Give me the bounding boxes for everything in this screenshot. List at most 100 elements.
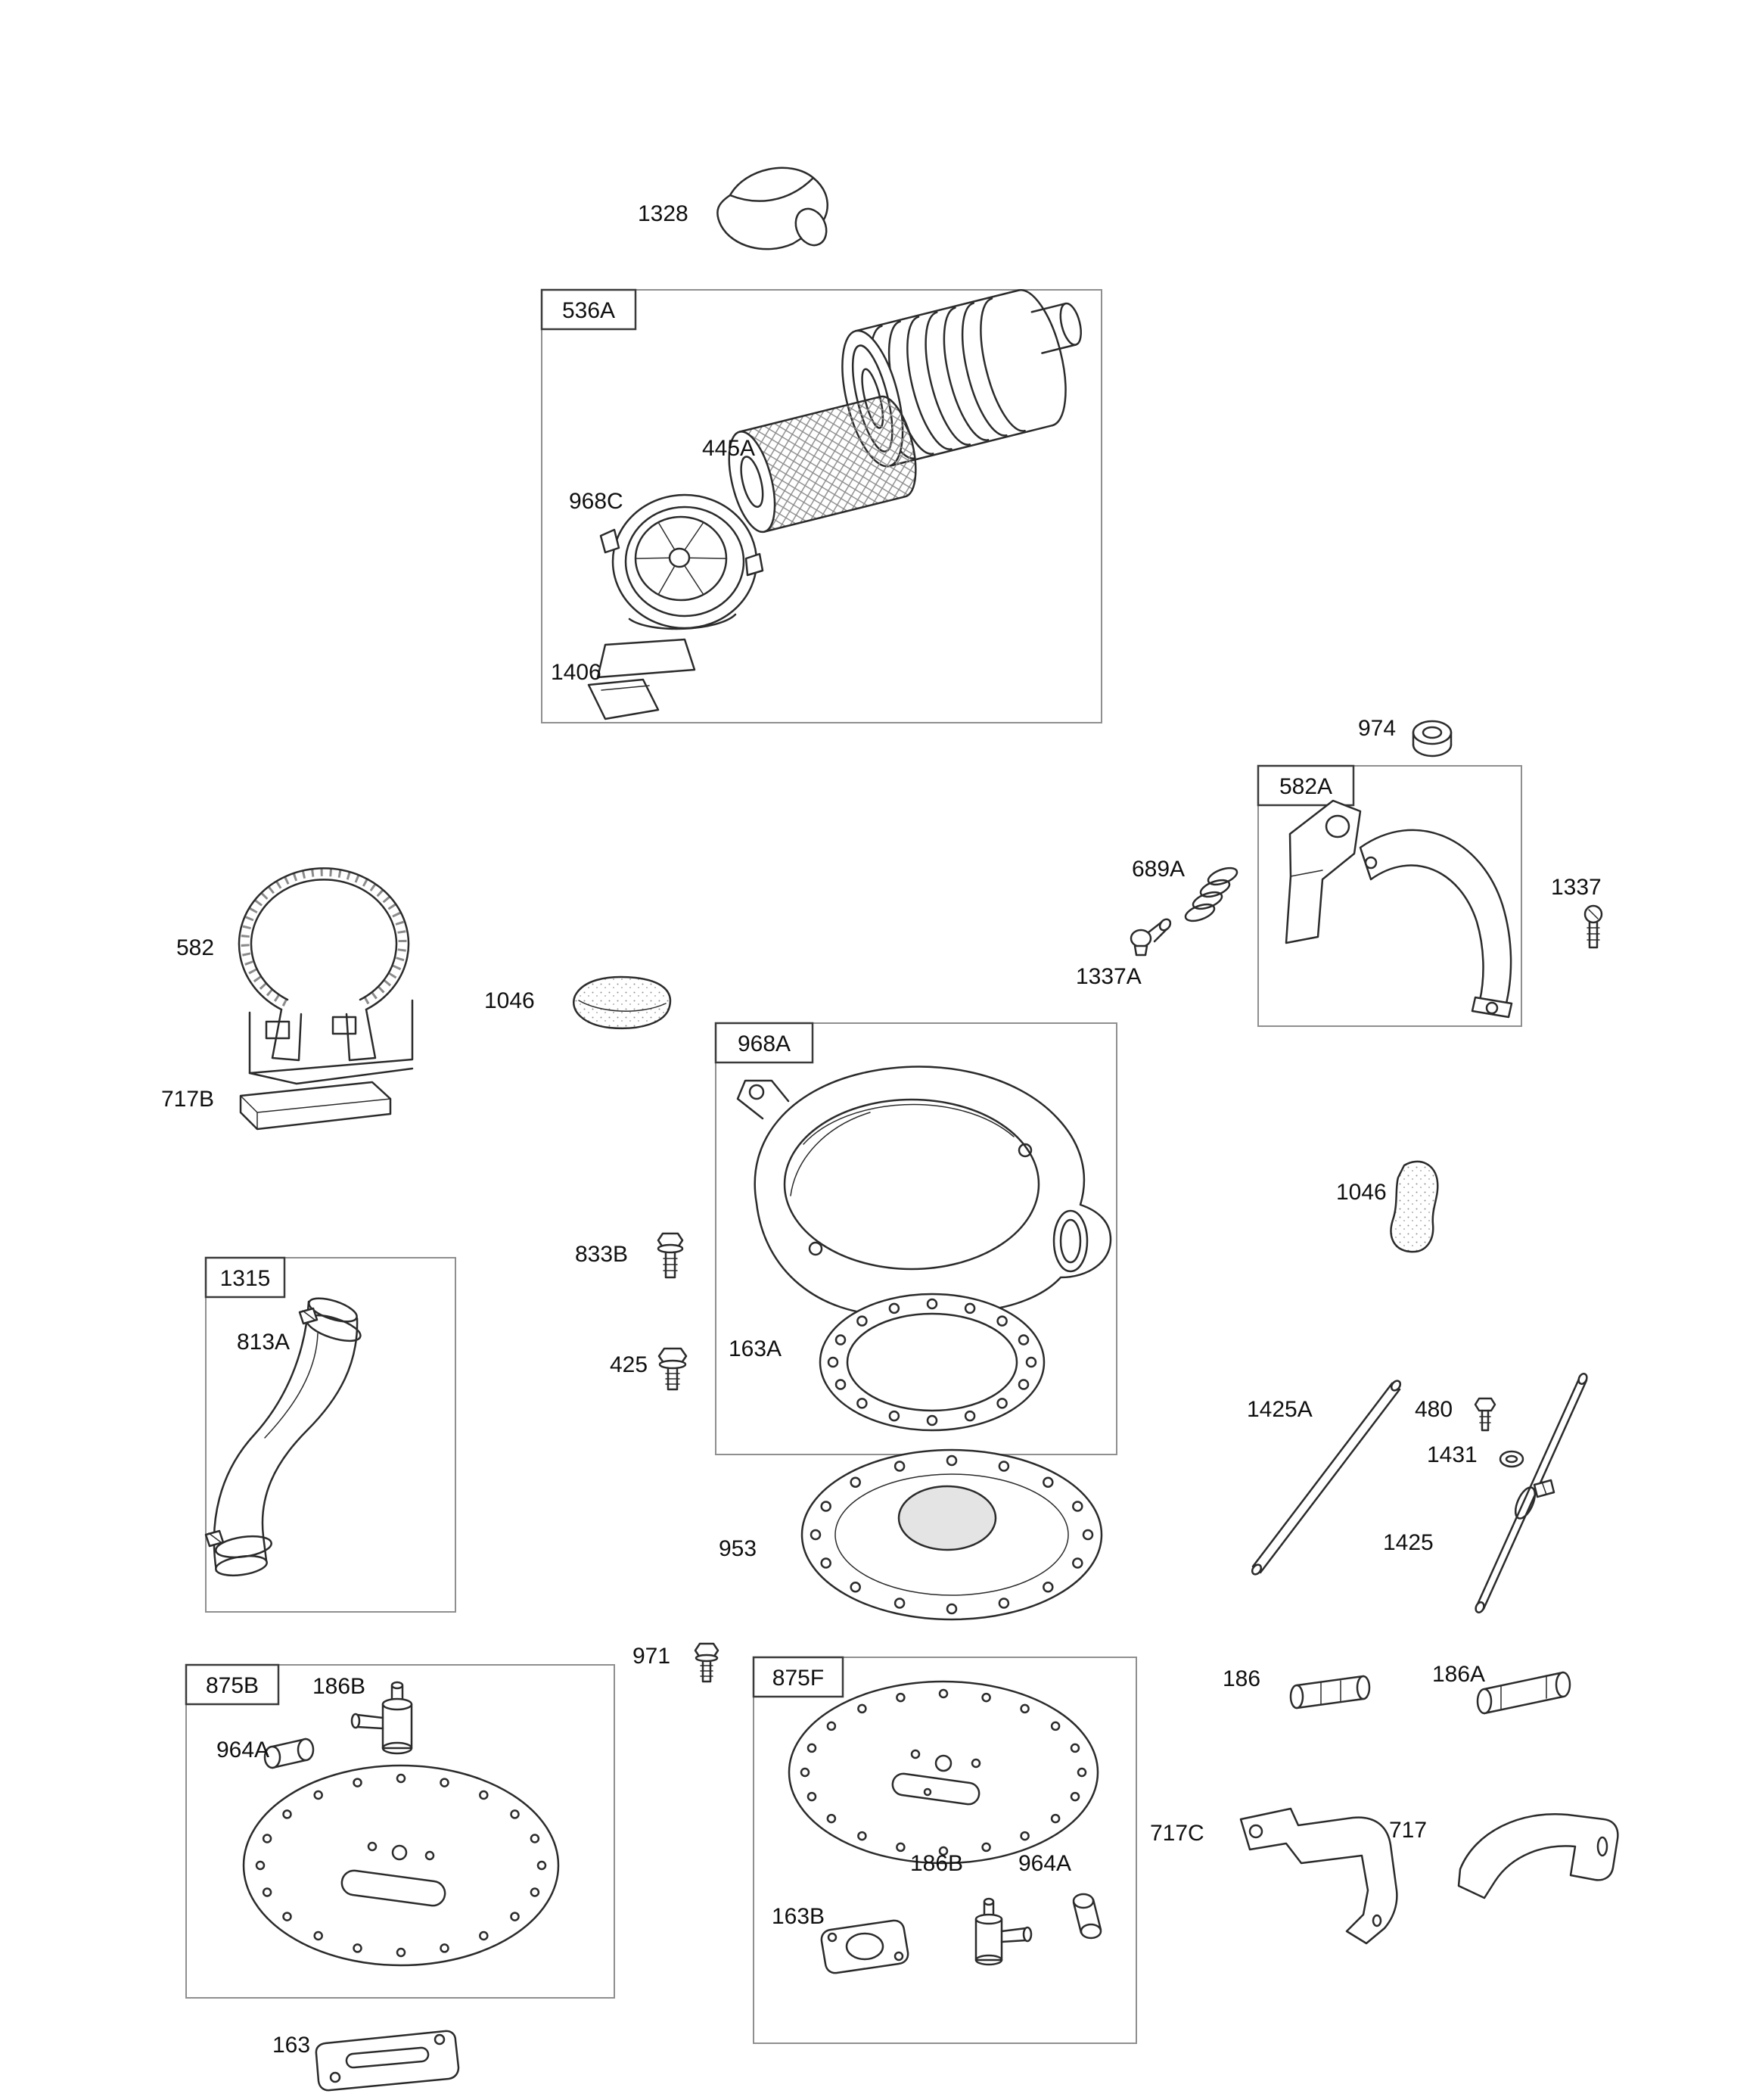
bolt-hole <box>806 1791 817 1802</box>
callout-163A: 163A <box>729 1336 782 1361</box>
bolt-hole <box>998 1461 1010 1472</box>
group-582A: 582A <box>1257 764 1522 1027</box>
callout-445A: 445A <box>702 436 755 461</box>
bolt-hole <box>996 1315 1008 1327</box>
part-1046-pad-left <box>573 975 672 1030</box>
part-582A-bracket-small <box>1285 799 1362 944</box>
part-717B-bracket <box>239 1081 392 1131</box>
bolt-hole <box>510 1912 520 1921</box>
callout-964A-f: 964A <box>1018 1851 1071 1876</box>
bolt-hole <box>255 1860 266 1871</box>
callout-1431: 1431 <box>1427 1442 1478 1467</box>
bolt-hole <box>1050 1721 1061 1731</box>
callout-968C: 968C <box>569 489 623 514</box>
callout-1337A: 1337A <box>1076 964 1142 989</box>
part-186-coupling <box>1289 1675 1371 1710</box>
part-186B-breather-f <box>974 1897 1033 1966</box>
part-968C-air-cleaner-base <box>599 493 764 630</box>
bolt-hole <box>926 1414 938 1426</box>
part-968A-blower-cover <box>736 1066 1112 1339</box>
callout-689A: 689A <box>1132 857 1185 882</box>
part-974-nut <box>1412 720 1453 758</box>
bolt-hole <box>856 1315 868 1327</box>
bolt-hole <box>827 1356 839 1368</box>
bolt-hole <box>510 1809 520 1819</box>
bolt-hole <box>946 1454 958 1467</box>
part-186A-tube <box>1476 1671 1571 1715</box>
bolt-hole <box>856 1398 868 1409</box>
bolt-hole <box>530 1834 540 1843</box>
part-582-clamp <box>238 867 414 1085</box>
group-875B-label-box <box>185 1663 280 1706</box>
bolt-hole <box>964 1410 976 1422</box>
bolt-hole <box>888 1302 900 1314</box>
bolt-hole <box>282 1912 292 1921</box>
bolt-hole <box>826 1721 837 1731</box>
group-1315-label-box <box>204 1256 286 1299</box>
bolt-hole <box>282 1809 292 1819</box>
part-163B-gasket <box>820 1919 909 1974</box>
bolt-hole <box>1077 1767 1087 1778</box>
group-536A: 536A <box>540 288 1102 723</box>
callout-1328: 1328 <box>638 201 688 226</box>
part-717-bracket <box>1457 1812 1619 1899</box>
group-968A: 968A <box>714 1022 1117 1455</box>
part-689A-spring <box>1184 866 1238 922</box>
callout-186B-f: 186B <box>910 1851 963 1876</box>
bolt-hole <box>313 1930 323 1941</box>
bolt-hole <box>998 1598 1010 1609</box>
callout-1046-left: 1046 <box>484 988 535 1013</box>
part-1315-hose <box>213 1297 359 1577</box>
callout-833B: 833B <box>575 1242 628 1267</box>
bolt-hole <box>479 1790 489 1800</box>
bolt-hole <box>1082 1529 1094 1541</box>
group-968A-label: 968A <box>738 1031 791 1056</box>
callout-186A: 186A <box>1432 1662 1485 1687</box>
bolt-hole <box>893 1598 906 1609</box>
part-hose-clamp-bottom <box>204 1529 272 1559</box>
bolt-hole <box>800 1767 810 1778</box>
bolt-hole <box>479 1930 489 1941</box>
bolt-hole <box>1070 1743 1080 1753</box>
group-875F-label: 875F <box>772 1666 824 1691</box>
callout-974: 974 <box>1358 716 1396 741</box>
part-1431-washer <box>1499 1450 1524 1468</box>
part-964A-tube-f <box>1072 1893 1102 1940</box>
bolt-hole <box>396 1947 406 1958</box>
callout-964A-b: 964A <box>216 1738 269 1762</box>
bolt-hole <box>1018 1379 1030 1390</box>
group-875F-label-box <box>752 1656 844 1698</box>
callout-186: 186 <box>1223 1666 1260 1691</box>
bolt-hole <box>262 1834 272 1843</box>
bolt-hole <box>850 1582 861 1593</box>
part-717C-bracket <box>1239 1807 1398 1945</box>
bolt-hole <box>834 1379 847 1390</box>
callout-717C: 717C <box>1150 1821 1204 1846</box>
callout-1425A: 1425A <box>1247 1397 1313 1422</box>
part-833B-screw <box>657 1232 684 1279</box>
bolt-hole <box>353 1778 362 1787</box>
bolt-hole <box>820 1501 831 1512</box>
bolt-hole <box>1020 1831 1030 1841</box>
bolt-hole <box>313 1790 323 1800</box>
part-582A-strap <box>1359 829 1513 1019</box>
group-1315-label: 1315 <box>220 1266 271 1291</box>
part-480-bolt <box>1474 1397 1496 1432</box>
bolt-hole <box>1018 1334 1030 1346</box>
part-425-bolt <box>657 1347 688 1391</box>
callout-1337: 1337 <box>1551 875 1602 900</box>
callout-163: 163 <box>272 2033 310 2058</box>
part-1425-tube-with-clamp <box>1475 1373 1588 1613</box>
bolt-hole <box>857 1831 867 1841</box>
part-875F-plate <box>788 1680 1099 1865</box>
part-445A-filter-element <box>728 395 917 534</box>
group-536A-border <box>541 289 1102 723</box>
callout-953: 953 <box>719 1536 757 1561</box>
bolt-hole <box>981 1692 991 1703</box>
part-186B-breather-b <box>350 1681 413 1755</box>
bolt-hole <box>996 1398 1008 1409</box>
part-813A-hose-clamp-top <box>298 1307 362 1342</box>
callout-1406: 1406 <box>551 660 601 685</box>
